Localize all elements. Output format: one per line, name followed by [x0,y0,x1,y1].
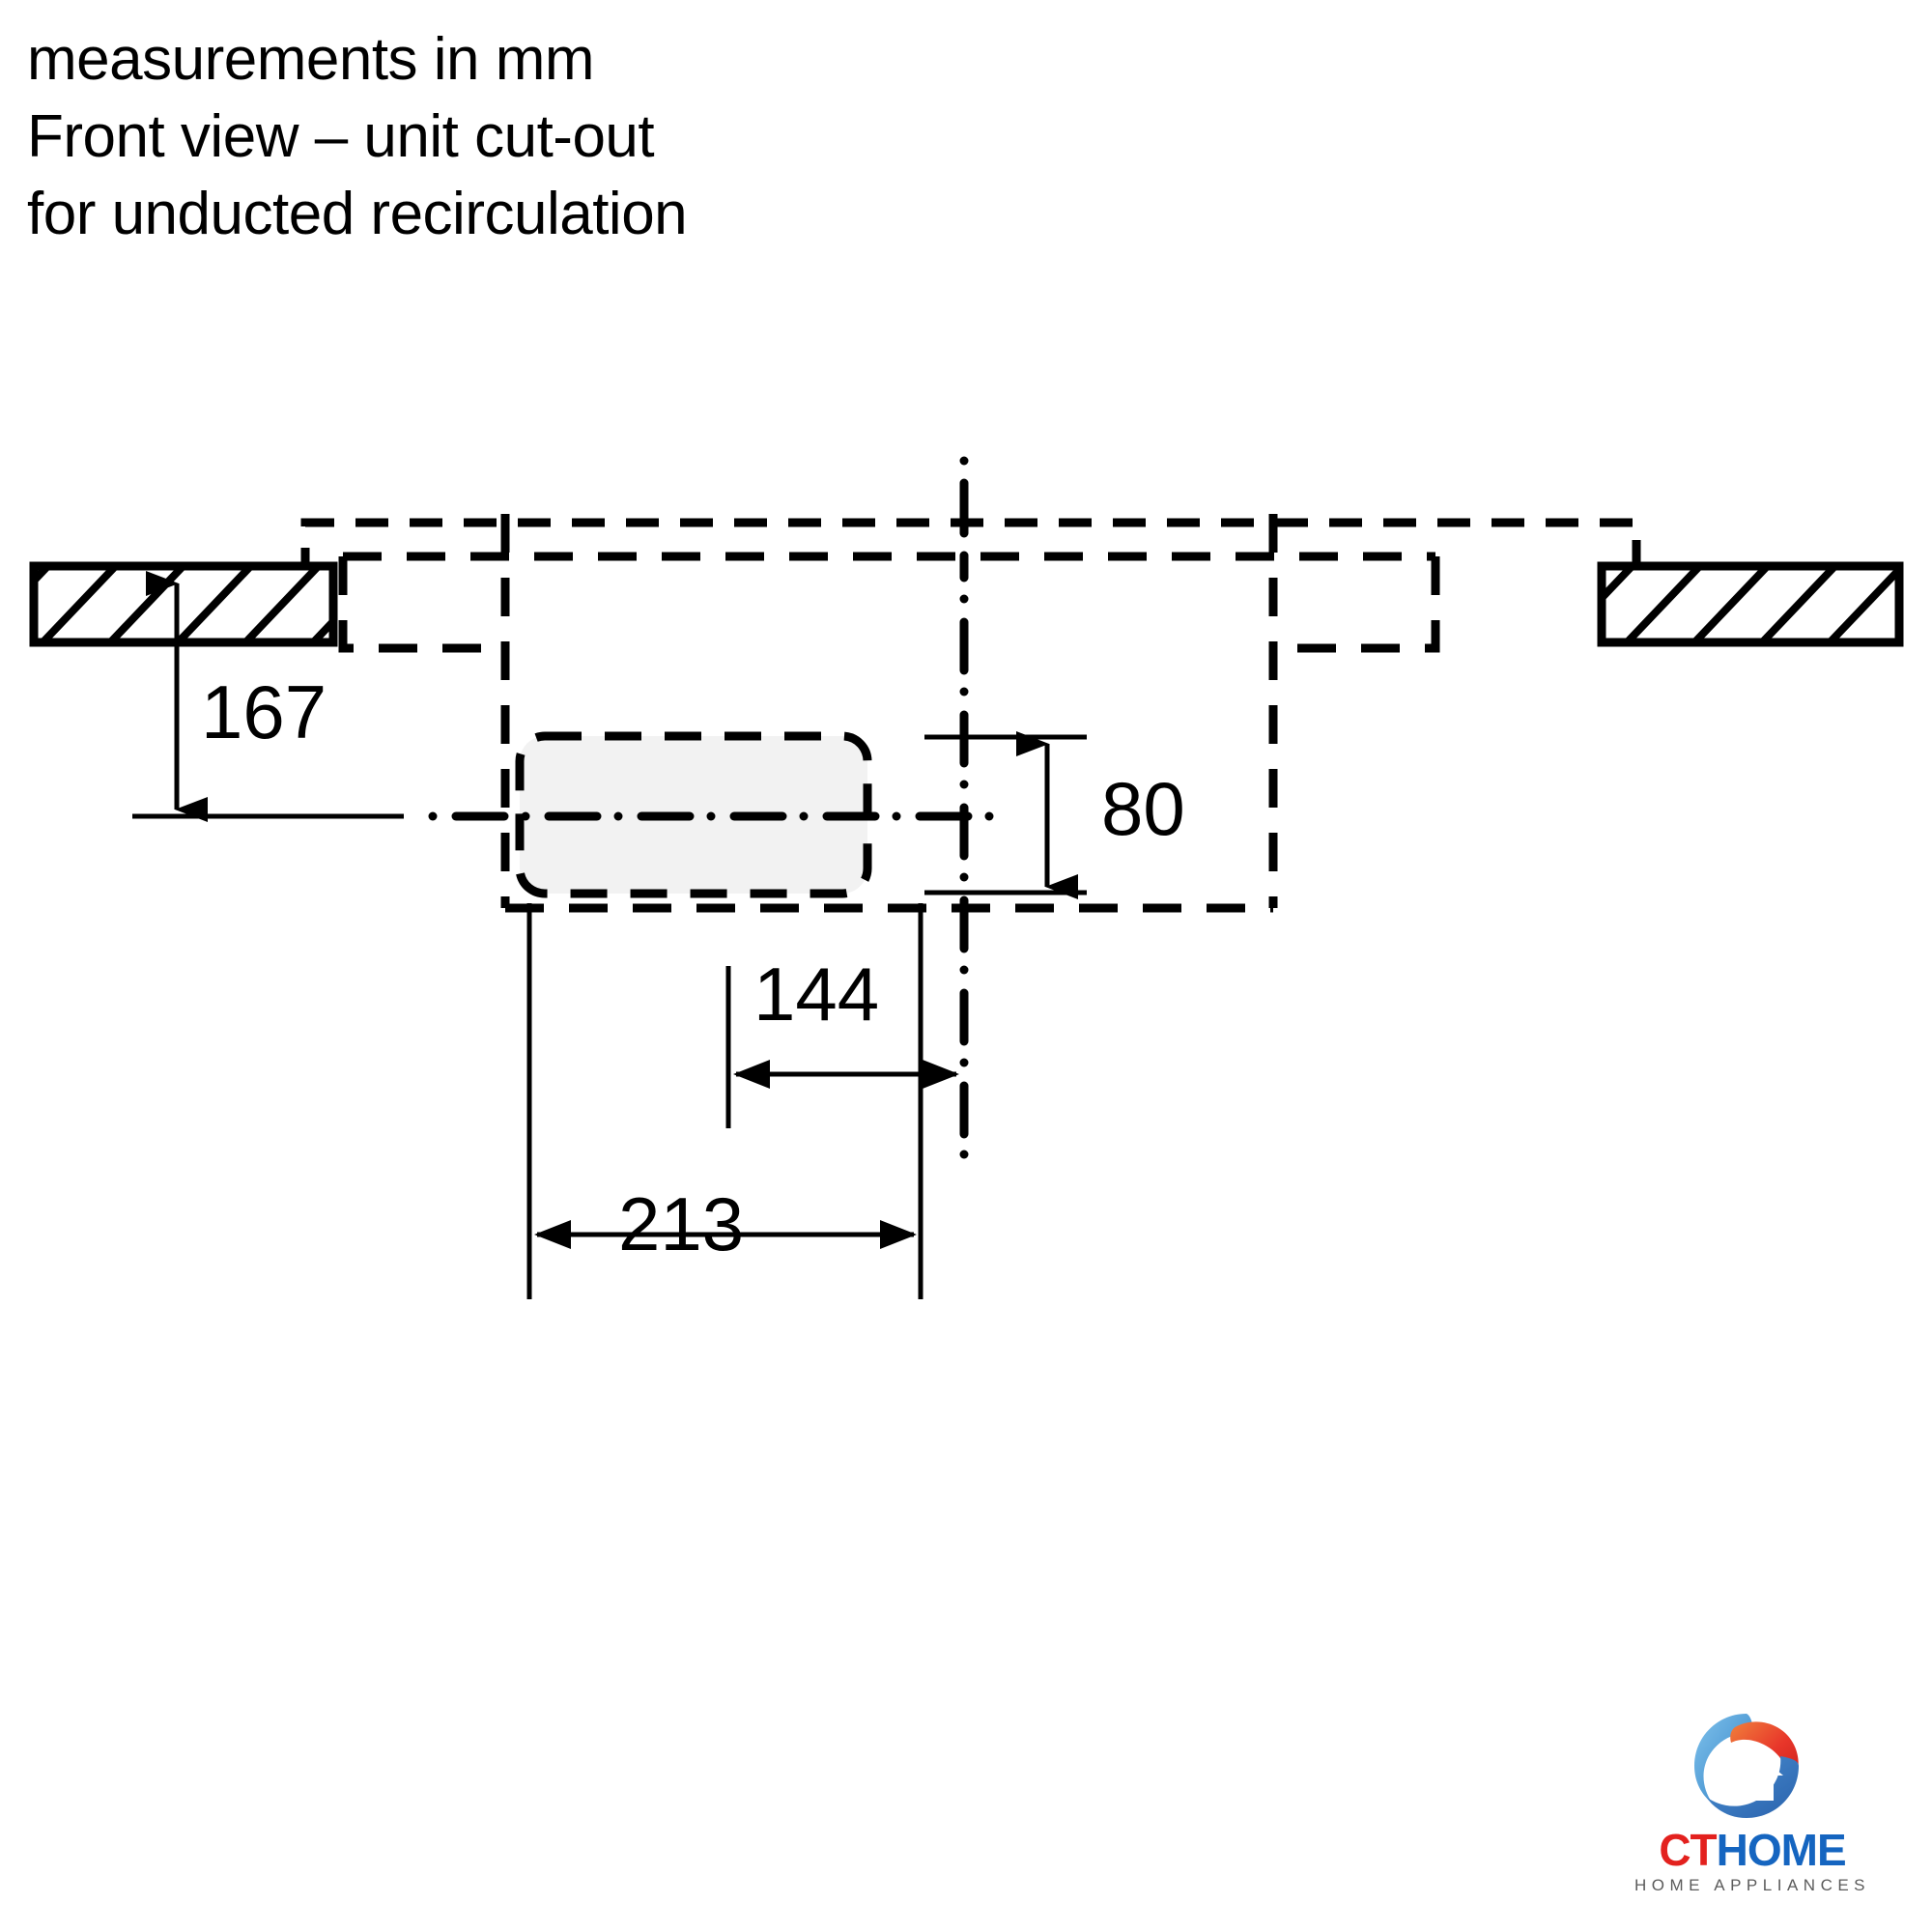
outer-cabinet-outline [300,518,1641,581]
dimension-label-144: 144 [753,952,880,1037]
title-line-mode: for unducted recirculation [27,181,688,247]
page-title: measurements in mm Front view – unit cut… [27,21,1186,253]
worktop-right [1597,561,1904,647]
recess-side-walls [500,514,1278,913]
title-line-view: Front view – unit cut-out [27,103,655,170]
dimension-213 [526,903,923,1299]
dimension-80 [924,731,1087,899]
title-line-units: measurements in mm [27,26,595,93]
worktop-left [29,561,338,647]
inner-cabinet-outline [338,552,1440,653]
dimension-label-213: 213 [618,1181,745,1266]
dimension-label-167: 167 [201,669,327,754]
logo-word-ct: CT [1659,1825,1717,1875]
dimension-label-80: 80 [1101,766,1185,851]
cthome-logo: CTHOME HOME APPLIANCES [1604,1708,1901,1906]
logo-word-home: HOME [1716,1825,1847,1875]
cthome-wordmark: CTHOME [1604,1828,1901,1872]
dimension-167 [132,571,404,822]
logo-tagline: HOME APPLIANCES [1634,1876,1871,1894]
cthome-swoosh-house-icon [1694,1714,1799,1818]
